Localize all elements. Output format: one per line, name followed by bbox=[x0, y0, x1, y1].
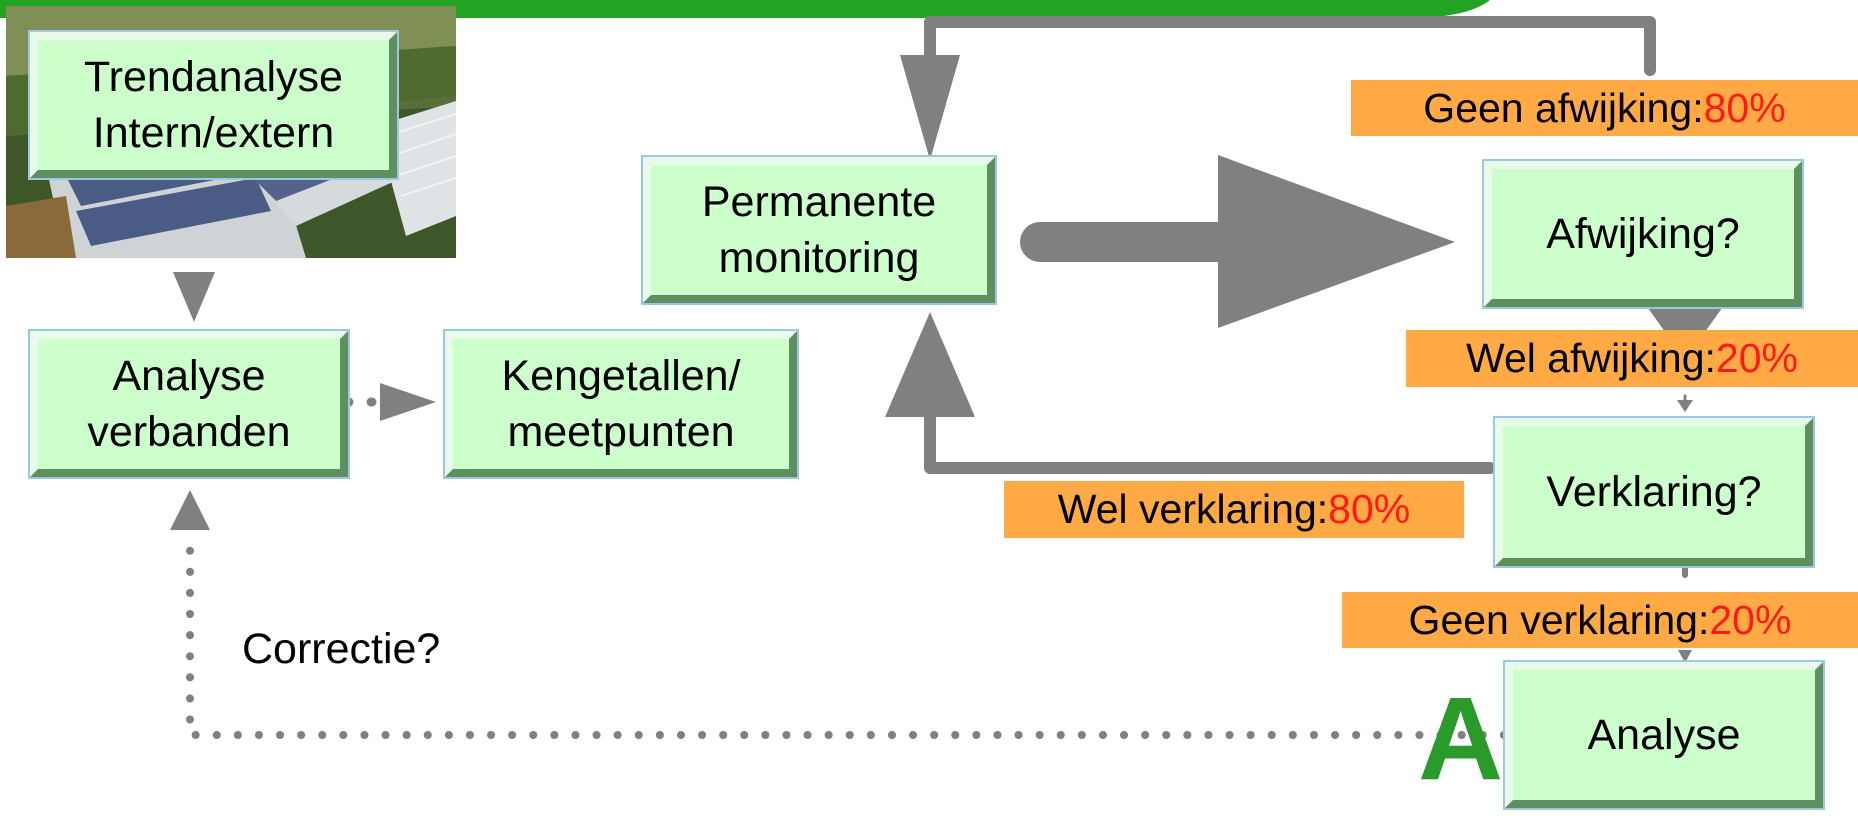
tag-geen-afwijking: Geen afwijking: 80% bbox=[1351, 80, 1858, 136]
tag-geen-afwijking-pct: 80% bbox=[1703, 84, 1786, 131]
tag-geen-verklaring: Geen verklaring: 20% bbox=[1342, 592, 1858, 648]
tag-geen-verklaring-pct: 20% bbox=[1709, 596, 1792, 643]
tag-wel-afwijking-pct: 20% bbox=[1715, 335, 1798, 381]
arrow-right-kengetallen bbox=[380, 383, 436, 421]
correctie-label: Correctie? bbox=[242, 625, 441, 673]
kengetallen-line1: Kengetallen/ bbox=[501, 352, 741, 400]
tag-wel-afwijking-label: Wel afwijking: bbox=[1466, 335, 1716, 381]
analyse-verbanden-line1: Analyse bbox=[112, 352, 266, 400]
arrow-up-correction bbox=[170, 490, 210, 530]
arrow-down-to-monitoring bbox=[900, 55, 960, 160]
analyse-verbanden-line2: verbanden bbox=[87, 408, 291, 456]
kengetallen-line2: meetpunten bbox=[507, 408, 735, 456]
tag-geen-verklaring-label: Geen verklaring: bbox=[1408, 596, 1710, 643]
verklaring-label: Verklaring? bbox=[1546, 468, 1762, 516]
verklaring-box: Verklaring? bbox=[1493, 416, 1815, 568]
tag-wel-verklaring: Wel verklaring: 80% bbox=[1004, 481, 1464, 538]
arrow-down-to-analyse bbox=[173, 272, 215, 322]
tag-wel-afwijking: Wel afwijking: 20% bbox=[1406, 330, 1858, 387]
trendanalyse-box: Trendanalyse Intern/extern bbox=[28, 30, 399, 180]
afwijking-label: Afwijking? bbox=[1546, 210, 1740, 258]
permanente-line1: Permanente bbox=[701, 178, 937, 226]
trendanalyse-line1: Trendanalyse bbox=[84, 53, 343, 101]
correction-dotted-line bbox=[186, 536, 1529, 739]
tag-wel-verklaring-label: Wel verklaring: bbox=[1057, 486, 1329, 532]
big-arrow-shaft bbox=[1020, 222, 1240, 262]
tag-geen-afwijking-label: Geen afwijking: bbox=[1423, 84, 1704, 131]
analyse-box: Analyse bbox=[1503, 660, 1825, 810]
tag-wel-verklaring-pct: 80% bbox=[1328, 486, 1411, 532]
big-arrow-head bbox=[1218, 155, 1455, 328]
arrow-up-to-monitoring bbox=[885, 312, 975, 417]
trendanalyse-line2: Intern/extern bbox=[92, 109, 335, 157]
permanente-monitoring-box: Permanente monitoring bbox=[641, 155, 997, 305]
afwijking-box: Afwijking? bbox=[1482, 159, 1804, 309]
kengetallen-box: Kengetallen/ meetpunten bbox=[443, 329, 799, 479]
analyse-label: Analyse bbox=[1587, 711, 1741, 759]
analyse-verbanden-box: Analyse verbanden bbox=[28, 329, 350, 479]
permanente-line2: monitoring bbox=[718, 234, 920, 282]
logo-fragment-left: A bbox=[1418, 673, 1504, 805]
